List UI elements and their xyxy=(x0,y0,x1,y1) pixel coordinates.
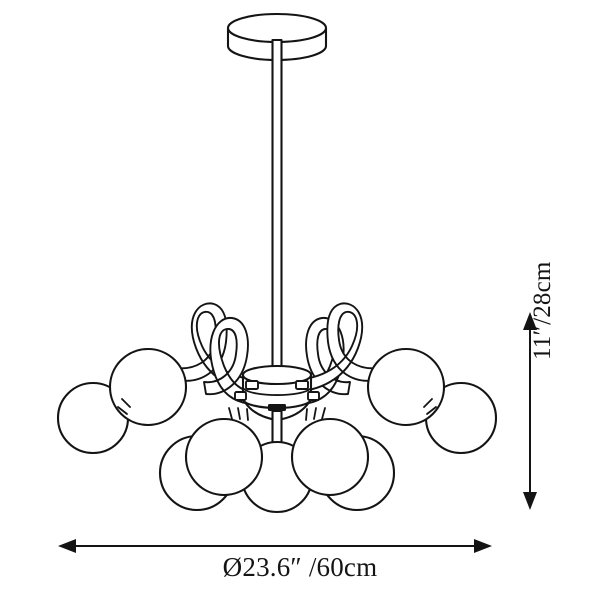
hub-tab-left-inner xyxy=(245,380,259,390)
hub-tab-right-outer xyxy=(307,391,320,401)
downrod xyxy=(271,38,283,380)
hub-center-slot xyxy=(268,404,286,411)
width-dimension-label: Ø23.6″ /60cm xyxy=(222,552,378,582)
globe-connectors xyxy=(117,398,437,421)
globe-lower-right-front xyxy=(290,417,370,497)
arm-left-inner xyxy=(203,317,266,406)
hub-tab-left-outer xyxy=(234,391,247,401)
height-dimension-label: 11″/28cm xyxy=(529,261,556,360)
globe-lower-left-front xyxy=(184,417,264,497)
glass-globes xyxy=(56,347,498,514)
height-arrow-bottom xyxy=(523,492,537,510)
width-dimension-line xyxy=(58,539,492,553)
width-arrow-right xyxy=(474,539,492,553)
hub-tab-right-inner xyxy=(295,380,309,390)
globe-upper-left xyxy=(108,347,188,427)
width-arrow-left xyxy=(58,539,76,553)
center-hub xyxy=(234,364,320,422)
height-arrow-top xyxy=(523,312,537,330)
height-dimension-line xyxy=(523,312,537,510)
globe-upper-right xyxy=(366,347,446,427)
